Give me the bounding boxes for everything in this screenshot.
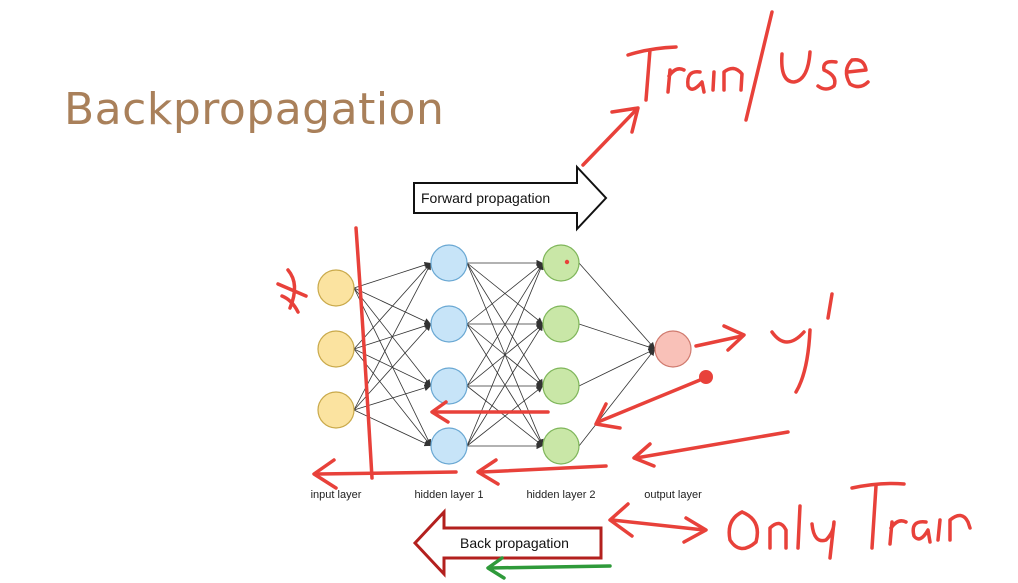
edge-l0-n1-to-n0 [353, 263, 431, 350]
handwritten-x-stroke-2 [276, 282, 308, 298]
node-layer0-0 [317, 269, 355, 307]
edge-l2-n2-to-n0 [578, 349, 655, 387]
edge-l1-n3-to-n2 [466, 386, 543, 447]
edge-l2-n3-to-n0 [578, 349, 655, 447]
node-layer1-0 [430, 244, 468, 282]
node-layer2-2 [542, 367, 580, 405]
ink-vertical-divider [354, 226, 374, 480]
node-layer0-2 [317, 391, 355, 429]
layer-label-output: output layer [644, 489, 702, 501]
edge-l0-n2-to-n3 [353, 409, 431, 447]
node-layer3-0 [654, 330, 692, 368]
handwritten-only-train [727, 481, 972, 560]
node-layer2-3 [542, 427, 580, 465]
ink-arrow-bottom-2 [316, 470, 458, 476]
ink-arrowhead-output [632, 442, 656, 468]
slide-title: Backpropagation [64, 84, 445, 135]
forward-propagation-arrow: Forward propagation [413, 164, 608, 232]
ink-arrowhead-bottom-2 [312, 458, 338, 490]
ink-double-arrow-line [610, 518, 706, 532]
edge-l0-n0-to-n3 [353, 287, 431, 446]
ink-arrow-to-train-use [581, 108, 638, 167]
edge-l0-n0-to-n0 [353, 261, 431, 289]
ink-double-arrowhead-right [682, 516, 708, 544]
ink-arrow-right-to-output [634, 430, 790, 460]
ink-dot [699, 370, 713, 384]
back-propagation-label: Back propagation [460, 535, 569, 551]
handwritten-prime [826, 292, 834, 320]
edge-l1-n2-to-n3 [466, 385, 543, 446]
edge-l1-n3-to-n0 [466, 263, 544, 447]
edge-l0-n0-to-n1 [353, 287, 431, 325]
handwritten-train-use [626, 10, 870, 122]
edge-l1-n1-to-n0 [466, 263, 543, 325]
layer-label-hidden-2: hidden layer 2 [526, 489, 595, 501]
handwritten-y-stroke-1 [770, 330, 806, 344]
back-propagation-arrow: Back propagation [412, 508, 603, 578]
ink-arrow-bottom-1 [480, 464, 608, 474]
ink-arrowhead-dot [594, 402, 622, 430]
green-ink-arrow [488, 564, 612, 570]
handwritten-y-stroke-2 [794, 328, 812, 394]
ink-double-arrowhead-left [608, 502, 634, 538]
edge-l1-n2-to-n0 [466, 263, 543, 387]
node-layer2-0 [542, 244, 580, 282]
ink-arrowhead-y [722, 324, 746, 352]
ink-arrowhead-hidden1 [430, 400, 450, 424]
ink-arrow-dot-to-hidden [596, 378, 702, 424]
ink-arrow-to-y [694, 334, 744, 348]
edge-l1-n0-to-n1 [466, 262, 543, 324]
node-layer1-2 [430, 367, 468, 405]
handwritten-x-stroke-3 [280, 294, 300, 314]
ink-dot-small [564, 259, 570, 265]
node-layer0-1 [317, 330, 355, 368]
layer-label-input: input layer [311, 489, 362, 501]
forward-propagation-label: Forward propagation [421, 190, 550, 206]
edge-l1-n3-to-n1 [466, 324, 543, 447]
node-layer1-3 [430, 427, 468, 465]
ink-arrowhead-train-use [610, 106, 640, 134]
edge-l2-n1-to-n0 [578, 323, 655, 350]
ink-arrowhead-bottom-1 [476, 458, 500, 486]
layer-label-hidden-1: hidden layer 1 [414, 489, 483, 501]
node-layer1-1 [430, 305, 468, 343]
node-layer2-1 [542, 305, 580, 343]
green-ink-arrowhead [486, 556, 506, 580]
edge-l1-n1-to-n3 [466, 323, 543, 446]
handwritten-annotations [276, 10, 972, 580]
edge-l2-n0-to-n0 [578, 262, 655, 349]
network-nodes [317, 244, 692, 465]
